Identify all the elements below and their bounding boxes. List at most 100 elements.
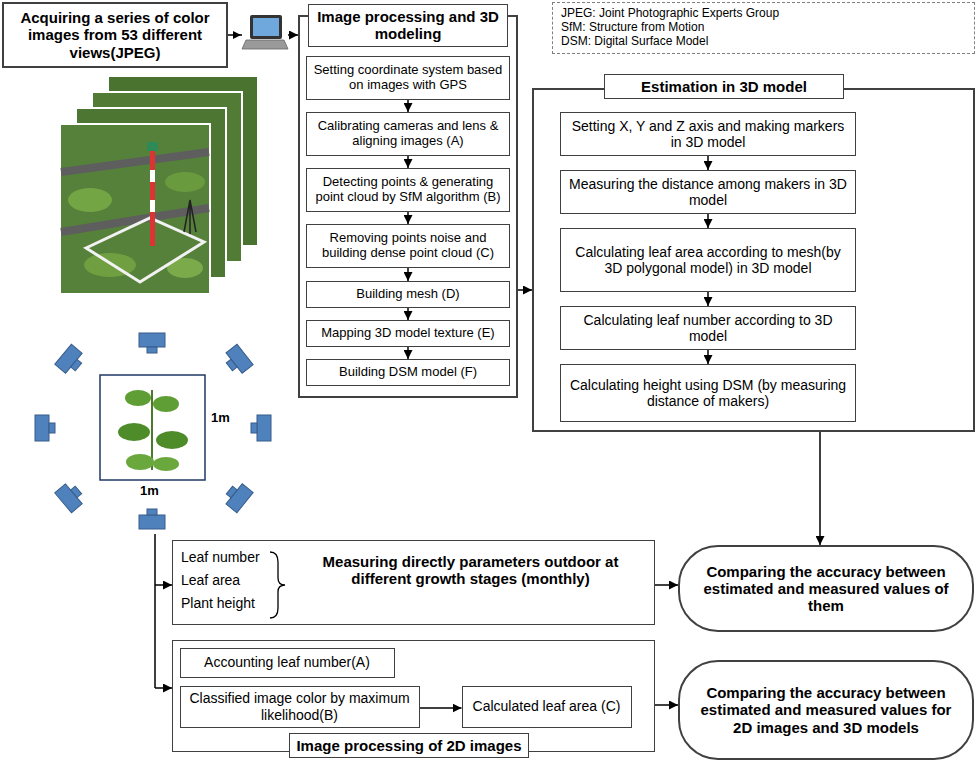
abbreviation-text: DSM: Digital Surface Model: [561, 35, 708, 49]
photo: [60, 124, 210, 294]
pole-stripe: [150, 200, 155, 212]
flow-arrow: [420, 707, 462, 709]
plant-leaf: [118, 423, 150, 441]
process-box: Removing points noise and building dense…: [306, 224, 510, 268]
process-box: Setting coordinate system based on image…: [306, 56, 510, 100]
camera-icon: [139, 509, 165, 529]
flow-arrow: [707, 350, 709, 364]
process-box: Mapping 3D model texture (E): [306, 320, 510, 347]
camera-lens: [71, 359, 82, 371]
process-box: Detecting points & generating point clou…: [306, 168, 510, 212]
measurement-box: Leaf numberLeaf areaPlant height Measurin…: [172, 540, 655, 625]
flow-arrow: [407, 268, 409, 281]
flow-arrow: [518, 289, 532, 291]
camera-body: [226, 484, 253, 513]
abbreviation-text: JPEG: Joint Photographic Experts Group: [561, 7, 779, 21]
node-text: Calculating height using DSM (by measuri…: [565, 377, 851, 409]
node-text: Calculated leaf area (C): [473, 698, 621, 714]
node-text: Classified image color by maximum likeli…: [185, 690, 415, 722]
flow-arrow: [407, 308, 409, 320]
camera-body: [35, 415, 49, 441]
image2d-group: Image processing of 2D imagesAccounting …: [172, 640, 655, 752]
process-box: Calculating leaf area according to mesh(…: [560, 228, 856, 292]
process-box: Building mesh (D): [306, 281, 510, 308]
camera-icon: [139, 333, 165, 353]
curly-bracket: [270, 552, 285, 618]
group-heading: Image processing and 3D modeling: [308, 4, 508, 47]
node-text: Building mesh (D): [356, 287, 459, 302]
camera-icon: [55, 480, 87, 513]
camera-lens: [147, 347, 157, 353]
measuring-pole: [150, 150, 155, 246]
camera-lens: [71, 486, 82, 498]
process-box: Calibrating cameras and lens & aligning …: [306, 112, 510, 156]
process-box: Calculating height using DSM (by measuri…: [560, 364, 856, 422]
camera-body: [55, 484, 82, 513]
flow-arrow: [655, 584, 678, 586]
foliage: [165, 172, 205, 192]
flow-arrow: [707, 214, 709, 228]
camera-icon: [221, 480, 253, 513]
plant-leaf: [125, 390, 151, 406]
plant-leaf: [126, 454, 154, 470]
flow-arrow: [407, 100, 409, 112]
tripod: [184, 200, 196, 234]
group-heading: Image processing of 2D images: [289, 733, 529, 758]
flow-arrow: [819, 432, 821, 545]
laptop-screen: [250, 15, 282, 39]
node-text: Calculating leaf area according to mesh(…: [565, 244, 851, 276]
camera-body: [55, 344, 82, 373]
camera-icon: [251, 415, 271, 441]
node-text: Accounting leaf number(A): [204, 654, 370, 670]
laptop-display: [253, 18, 279, 36]
camera-icon: [35, 415, 55, 441]
node-text: Mapping 3D model texture (E): [321, 326, 494, 341]
plant-leaf: [153, 396, 179, 412]
feed-arrow: [155, 687, 172, 689]
node-text: Plant height: [181, 595, 255, 611]
estimation-group: Estimation in 3D modelSetting X, Y and Z…: [532, 88, 975, 432]
process-box: Setting X, Y and Z axis and making marke…: [560, 112, 856, 156]
node-text: Measuring directly parameters outdoor at…: [293, 553, 648, 588]
process-box: Measuring the distance among makers in 3…: [560, 170, 856, 214]
node-text: Comparing the accuracy between estimated…: [698, 684, 954, 736]
node-text: Calibrating cameras and lens & aligning …: [311, 119, 505, 149]
quadrat-frame: [86, 218, 204, 282]
process-group: Image processing and 3D modelingSetting …: [298, 15, 518, 398]
flow-arrow: [707, 156, 709, 170]
feed-line: [154, 534, 156, 688]
process-box: Calculating leaf number according to 3D …: [560, 306, 856, 350]
camera-lens: [49, 423, 55, 433]
flow-arrow: [655, 704, 678, 706]
result-terminal: Comparing the accuracy between estimated…: [678, 660, 974, 760]
flow-arrow: [407, 156, 409, 168]
flow-arrow: [707, 292, 709, 306]
node-text: Comparing the accuracy between estimated…: [698, 563, 954, 615]
camera-body: [139, 515, 165, 529]
camera-lens: [147, 509, 157, 515]
node-text: Setting coordinate system based on image…: [311, 63, 505, 93]
camera-lens: [251, 423, 257, 433]
camera-icon: [221, 344, 253, 377]
plant-leaf: [156, 431, 188, 449]
camera-body: [257, 415, 271, 441]
process-box: Accounting leaf number(A): [180, 648, 395, 678]
node-text: Leaf area: [181, 572, 240, 588]
flow-arrow: [407, 347, 409, 359]
process-box: Calculated leaf area (C): [462, 686, 632, 728]
camera-lens: [226, 359, 237, 371]
group-heading: Estimation in 3D model: [604, 74, 844, 99]
node-text: Removing points noise and building dense…: [311, 231, 505, 261]
dimension-label: 1m: [211, 411, 230, 426]
laptop-ground: [242, 10, 288, 60]
camera-body: [226, 344, 253, 373]
camera-icon: [55, 344, 87, 377]
node-text: Detecting points & generating point clou…: [311, 175, 505, 205]
node-text: Leaf number: [181, 549, 260, 565]
flow-arrow: [407, 212, 409, 224]
laptop-base: [242, 40, 288, 49]
foliage: [68, 188, 112, 212]
pole-stripe: [150, 170, 155, 182]
abbreviation-text: SfM: Structure from Motion: [561, 21, 704, 35]
